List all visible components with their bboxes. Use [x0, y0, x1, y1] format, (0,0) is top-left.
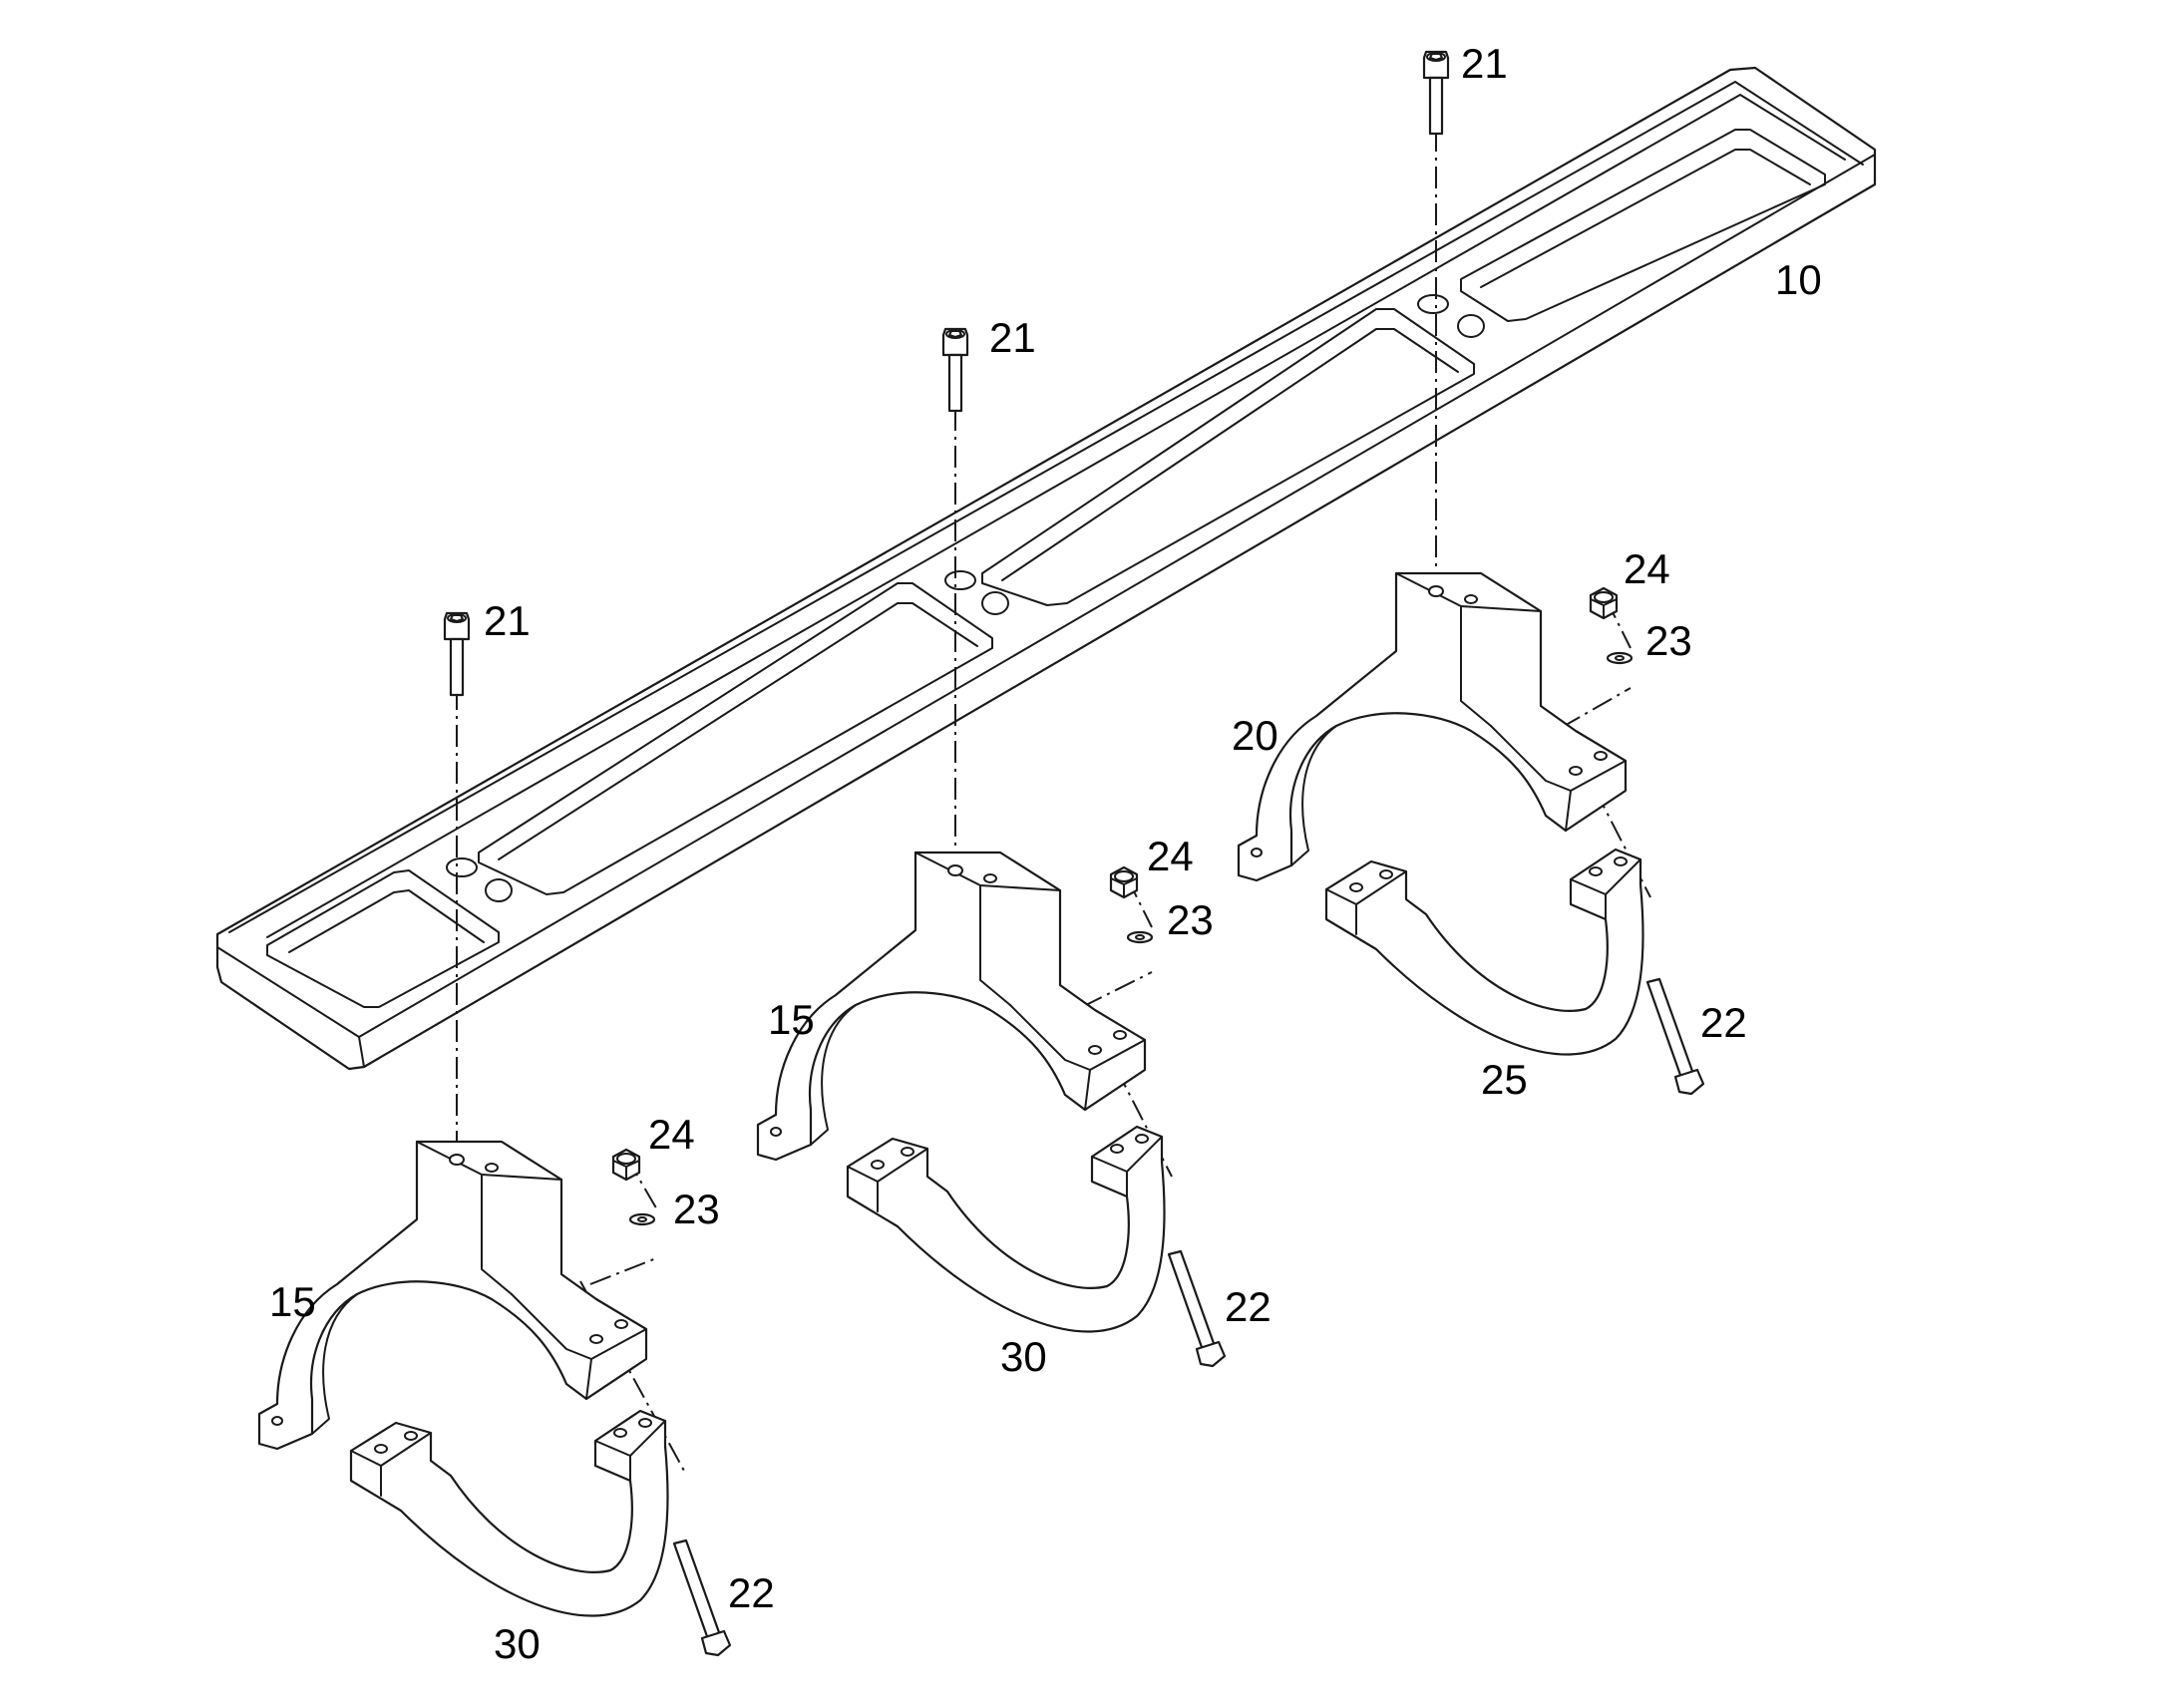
lower-clamp-middle: [846, 1125, 1166, 1333]
lock-nut-right: [1589, 586, 1619, 620]
callout-lower-clamp-right: 25: [1481, 1056, 1528, 1103]
callout-washer-middle: 23: [1167, 896, 1214, 943]
callout-bolt-right: 22: [1700, 999, 1747, 1046]
callout-upper-clamp-middle: 15: [768, 996, 815, 1043]
upper-clamp-middle: [756, 851, 1147, 1162]
callout-labels: 10 21 21 21 24 23 20 22 25 24 23 15 22 3…: [269, 40, 1822, 1667]
hex-bolt-right: [1645, 977, 1705, 1096]
callout-cap-screw-right: 21: [1461, 40, 1508, 87]
hex-bolt-left: [672, 1538, 732, 1657]
callout-bolt-left: 22: [728, 1569, 775, 1616]
upper-clamp-left: [257, 1140, 648, 1451]
cap-screw-middle: [941, 327, 969, 413]
lower-clamp-left: [349, 1409, 669, 1617]
callout-cap-screw-middle: 21: [989, 314, 1036, 361]
lower-clamp-right: [1324, 848, 1644, 1056]
frame-part: [215, 66, 1877, 1071]
callout-nut-right: 24: [1624, 545, 1670, 592]
callout-lower-clamp-middle: 30: [1000, 1333, 1047, 1380]
callout-frame: 10: [1775, 256, 1822, 303]
callout-bolt-middle: 22: [1225, 1283, 1272, 1330]
callout-lower-clamp-left: 30: [494, 1620, 541, 1667]
callout-nut-left: 24: [648, 1111, 695, 1158]
washer-middle: [1126, 930, 1154, 944]
callout-upper-clamp-left: 15: [269, 1278, 316, 1325]
washer-right: [1606, 651, 1634, 665]
cap-screw-left: [443, 611, 471, 697]
callout-cap-screw-left: 21: [484, 597, 531, 644]
lock-nut-left: [611, 1148, 641, 1182]
lock-nut-middle: [1109, 865, 1139, 899]
callout-washer-left: 23: [673, 1186, 720, 1232]
cap-screw-right: [1422, 50, 1450, 136]
washer-left: [628, 1212, 656, 1226]
upper-clamp-right: [1237, 571, 1628, 882]
hex-bolt-middle: [1167, 1249, 1227, 1368]
callout-nut-middle: 24: [1147, 833, 1194, 879]
callout-upper-clamp-right: 20: [1232, 712, 1278, 759]
callout-washer-right: 23: [1645, 617, 1692, 664]
